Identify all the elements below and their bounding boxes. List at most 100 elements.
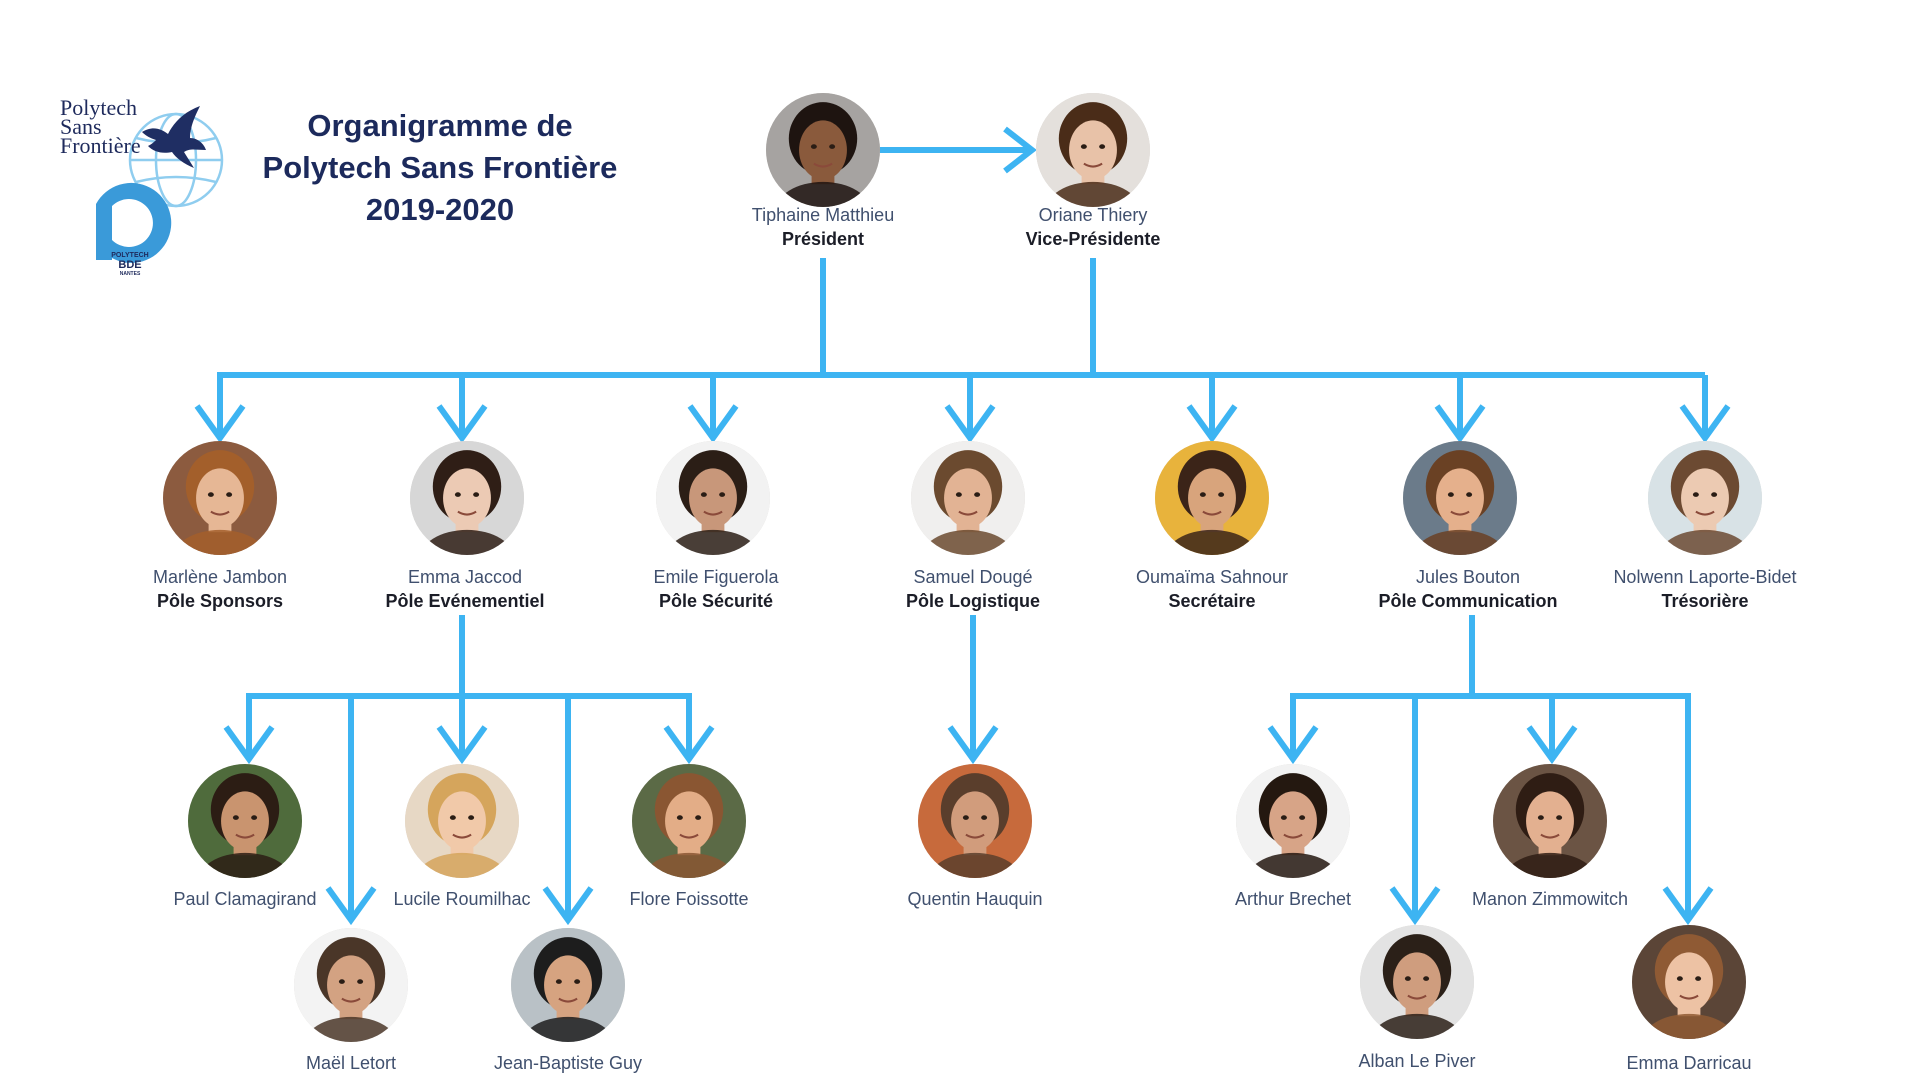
portrait-mouth xyxy=(235,833,255,839)
portrait-face xyxy=(689,468,737,528)
portrait-shoulders xyxy=(920,529,1016,555)
portrait-eye xyxy=(357,979,364,984)
logo-sub-bde: BDE xyxy=(118,259,142,271)
portrait-mouth xyxy=(457,510,477,516)
portrait-eye xyxy=(1692,492,1699,497)
arrow-head xyxy=(436,404,488,444)
portrait-eye xyxy=(473,492,480,497)
person-role: Pôle Logistique xyxy=(905,591,1040,611)
portrait-shoulders xyxy=(197,852,293,878)
portrait-eye xyxy=(574,979,581,984)
portrait-eye xyxy=(981,815,988,820)
portrait-eye xyxy=(719,492,726,497)
portrait-eye xyxy=(1299,815,1306,820)
person-card-president: Tiphaine Matthieu Président xyxy=(693,203,953,251)
portrait-mouth xyxy=(1083,162,1103,168)
person-name: Samuel Dougé xyxy=(913,567,1033,587)
portrait-eye xyxy=(454,492,461,497)
logo-bde-badge: POLYTECH BDE NANTES xyxy=(100,252,160,277)
arrow-head xyxy=(542,886,594,926)
person-card-vice-president: Oriane Thiery Vice-Présidente xyxy=(963,203,1223,251)
portrait-shoulders xyxy=(1245,852,1341,878)
portrait-mouth xyxy=(452,833,472,839)
arrow-head xyxy=(194,404,246,444)
portrait-eye xyxy=(1280,815,1287,820)
portrait-mouth xyxy=(341,997,361,1003)
avatar-mael xyxy=(294,928,408,1042)
portrait-shoulders xyxy=(172,529,268,555)
portrait-shoulders xyxy=(1164,529,1260,555)
portrait-face xyxy=(1665,952,1713,1012)
title-line-1: Organigramme de xyxy=(307,108,573,143)
person-name: Lucile Roumilhac xyxy=(393,889,531,909)
person-card-member: Jean-Baptiste Guy xyxy=(438,1051,698,1075)
portrait-mouth xyxy=(1407,994,1427,1000)
person-role: Secrétaire xyxy=(1168,591,1256,611)
title-line-2: Polytech Sans Frontière xyxy=(262,150,618,185)
person-name: Manon Zimmowitch xyxy=(1471,889,1629,909)
portrait-shoulders xyxy=(414,852,510,878)
arrow-head xyxy=(663,725,715,765)
person-card-member: Emma Darricau xyxy=(1559,1051,1819,1075)
avatar-manon xyxy=(1493,764,1607,878)
arrow-head xyxy=(1679,404,1731,444)
portrait-eye xyxy=(1556,815,1563,820)
portrait-eye xyxy=(810,144,817,149)
portrait-shoulders xyxy=(927,852,1023,878)
person-card-member: Maël Letort xyxy=(221,1051,481,1075)
person-name: Emma Darricau xyxy=(1626,1053,1752,1073)
title-line-3: 2019-2020 xyxy=(365,192,515,227)
portrait-photo xyxy=(405,764,519,878)
person-name: Flore Foissotte xyxy=(629,889,749,909)
arrow-head xyxy=(687,404,739,444)
person-name: Marlène Jambon xyxy=(152,567,288,587)
portrait-photo xyxy=(766,93,880,207)
portrait-shoulders xyxy=(303,1016,399,1042)
portrait-shoulders xyxy=(641,852,737,878)
person-name: Jean-Baptiste Guy xyxy=(493,1053,643,1073)
portrait-mouth xyxy=(1540,833,1560,839)
person-card-member: Paul Clamagirand xyxy=(115,887,375,911)
avatar-oriane xyxy=(1036,93,1150,207)
person-name: Nolwenn Laporte-Bidet xyxy=(1613,567,1797,587)
portrait-face xyxy=(1188,468,1236,528)
avatar-marlene xyxy=(163,441,277,555)
portrait-eye xyxy=(695,815,702,820)
arrow-head xyxy=(223,725,275,765)
person-name: Alban Le Piver xyxy=(1358,1051,1476,1071)
portrait-photo xyxy=(188,764,302,878)
portrait-face xyxy=(196,468,244,528)
portrait-eye xyxy=(1199,492,1206,497)
globe-icon xyxy=(128,112,224,208)
portrait-face xyxy=(1393,952,1441,1012)
portrait-shoulders xyxy=(419,529,515,555)
person-card-member: Lucile Roumilhac xyxy=(332,887,592,911)
arrow-head xyxy=(1186,404,1238,444)
portrait-photo xyxy=(163,441,277,555)
portrait-photo xyxy=(294,928,408,1042)
portrait-shoulders xyxy=(1641,1013,1737,1039)
portrait-eye xyxy=(974,492,981,497)
avatar-quentin xyxy=(918,764,1032,878)
portrait-eye xyxy=(1695,976,1702,981)
portrait-mouth xyxy=(1695,510,1715,516)
portrait-face xyxy=(443,468,491,528)
portrait-photo xyxy=(1036,93,1150,207)
portrait-eye xyxy=(555,979,562,984)
person-name: Jules Bouton xyxy=(1415,567,1521,587)
polytech-sans-frontiere-logo: Polytech Sans Frontière POLYTECH BDE NAN… xyxy=(56,97,236,283)
person-role: Pôle Sécurité xyxy=(658,591,774,611)
portrait-face xyxy=(665,791,713,851)
portrait-mouth xyxy=(1283,833,1303,839)
logo-text-line: Sans xyxy=(60,116,102,138)
person-card-evenementiel: Emma Jaccod Pôle Evénementiel xyxy=(335,565,595,613)
avatar-alban xyxy=(1360,925,1474,1039)
person-card-member: Flore Foissotte xyxy=(559,887,819,911)
portrait-eye xyxy=(700,492,707,497)
portrait-eye xyxy=(1080,144,1087,149)
portrait-photo xyxy=(1155,441,1269,555)
logo-sub-polytech: POLYTECH xyxy=(111,252,149,259)
portrait-photo xyxy=(511,928,625,1042)
portrait-mouth xyxy=(558,997,578,1003)
avatar-oumaima xyxy=(1155,441,1269,555)
